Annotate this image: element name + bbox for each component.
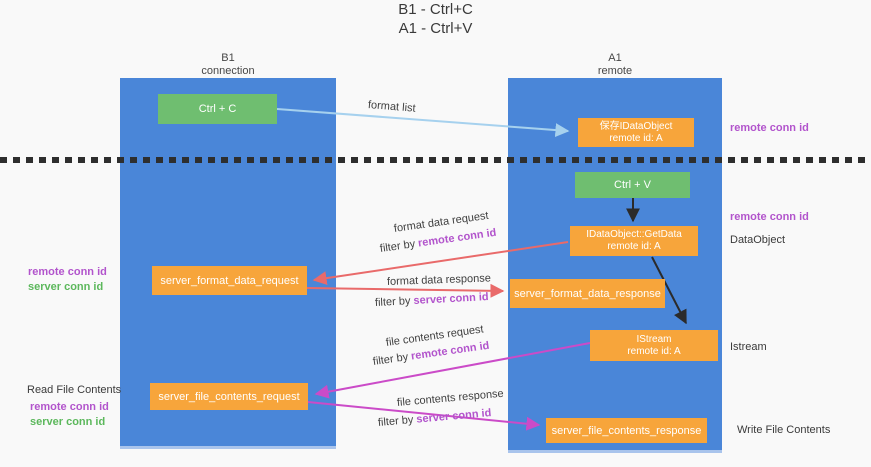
title-line-2: A1 - Ctrl+V (398, 20, 473, 37)
label-remote-conn-id-mid-right: remote conn id (730, 211, 809, 223)
node-file-request-label: server_file_contents_request (158, 390, 300, 403)
lane-b1-subtitle: connection (201, 65, 255, 77)
label-remote-conn-id-top-right: remote conn id (730, 122, 809, 134)
dashed-divider-line (0, 157, 871, 163)
node-ctrl-v-label: Ctrl + V (614, 179, 651, 191)
node-ctrl-c: Ctrl + C (158, 94, 277, 124)
filter-by-text: filter by (372, 350, 412, 368)
node-save-dataobject-line2: remote id: A (609, 132, 663, 144)
node-getdata-line2: remote id: A (607, 241, 661, 252)
node-server-file-contents-request: server_file_contents_request (150, 383, 308, 410)
label-format-data-response: format data response (386, 272, 492, 288)
label-dataobject: DataObject (730, 234, 786, 246)
label-server-conn-id-left-2: server conn id (30, 416, 106, 428)
label-remote-conn-id-left-2: remote conn id (30, 401, 109, 413)
lane-a1-subtitle: remote (597, 65, 633, 77)
title-line-1: B1 - Ctrl+C (398, 1, 473, 18)
label-format-list: format list (367, 99, 417, 115)
node-save-dataobject: 保存IDataObject remote id: A (578, 118, 694, 147)
label-conn-ids-left-2: remote conn id server conn id (30, 400, 109, 430)
node-format-response-label: server_format_data_response (514, 287, 661, 300)
filter-by-text: filter by (377, 413, 417, 429)
label-remote-conn-id-left-1: remote conn id (28, 266, 107, 278)
filter-by-text: filter by (374, 294, 414, 309)
lane-b1-title: B1 (221, 52, 235, 64)
arrow-format-data-response (306, 283, 505, 298)
label-file-contents-response: file contents response (396, 387, 505, 409)
node-server-format-data-request: server_format_data_request (152, 266, 307, 295)
label-read-file-contents: Read File Contents (27, 384, 122, 396)
lane-header-b1: B1 connection (120, 52, 336, 78)
label-filter-by-server-conn-id-2: filter by server conn id (377, 407, 491, 429)
node-file-response-label: server_file_contents_response (551, 424, 702, 437)
node-format-request-label: server_format_data_request (160, 274, 299, 287)
label-server-conn-id-left-1: server conn id (28, 281, 104, 293)
node-istream-line1: IStream (636, 333, 672, 345)
node-ctrl-c-label: Ctrl + C (198, 103, 237, 115)
label-write-file-contents: Write File Contents (737, 424, 831, 436)
filter-by-text: filter by (379, 237, 419, 255)
lane-header-a1: A1 remote (508, 52, 722, 78)
server-conn-id-text: server conn id (413, 291, 489, 307)
node-istream-line2: remote id: A (627, 345, 681, 357)
lane-a1-title: A1 (608, 52, 622, 64)
page-title: B1 - Ctrl+C A1 - Ctrl+V (0, 0, 871, 38)
node-server-format-data-response: server_format_data_response (510, 279, 665, 308)
node-getdata-line1: IDataObject::GetData (586, 229, 682, 240)
node-idataobject-getdata: IDataObject::GetData remote id: A (570, 226, 698, 256)
node-server-file-contents-response: server_file_contents_response (546, 418, 707, 443)
remote-conn-id-text: remote conn id (417, 226, 498, 250)
label-conn-ids-left-1: remote conn id server conn id (28, 265, 107, 295)
label-filter-by-server-conn-id-1: filter by server conn id (375, 291, 489, 309)
label-istream: Istream (730, 341, 767, 353)
server-conn-id-text: server conn id (415, 407, 492, 426)
node-save-dataobject-line1: 保存IDataObject (599, 120, 673, 132)
node-istream: IStream remote id: A (590, 330, 718, 361)
node-ctrl-v: Ctrl + V (575, 172, 690, 198)
